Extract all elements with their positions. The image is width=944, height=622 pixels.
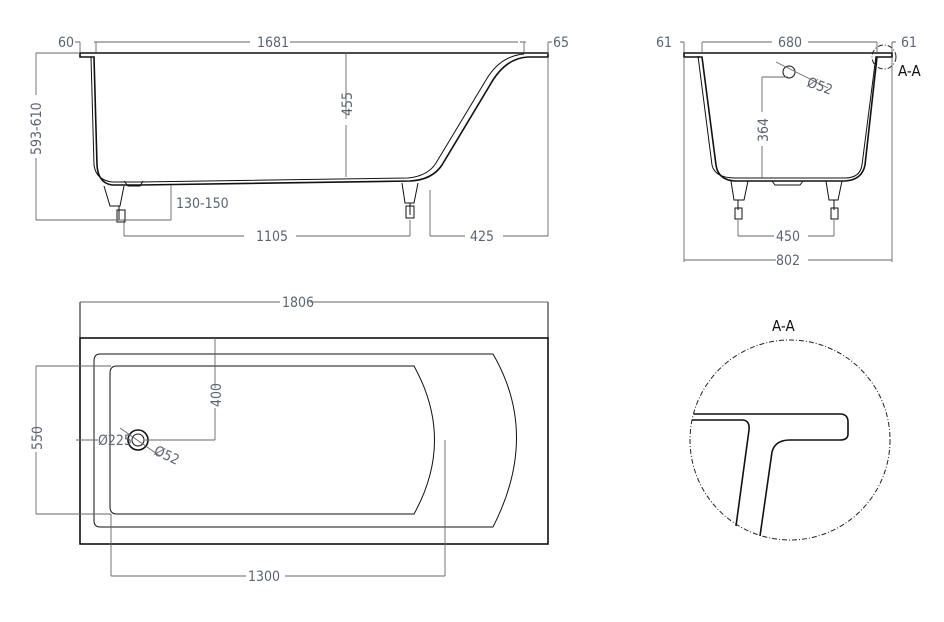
dim-total-width: 802: [776, 253, 800, 269]
dim-rim-right: 65: [553, 35, 569, 51]
dim-total-height: 593-610: [29, 102, 45, 155]
dim-overflow-diameter: Ø52: [805, 75, 835, 99]
dim-inner-length: 1681: [257, 35, 289, 51]
dim-back-offset: 425: [470, 229, 494, 245]
dim-bottom-width: 550: [30, 426, 46, 450]
dim-overflow-height: 364: [756, 118, 772, 142]
dim-end-leg-spacing: 450: [776, 229, 800, 245]
section-marker: A-A: [898, 62, 921, 80]
dim-leg-height: 130-150: [176, 196, 229, 212]
dim-drain-offset: 400: [209, 383, 225, 407]
dim-drain-position: Ø225: [98, 433, 132, 449]
detail-title: A-A: [772, 317, 795, 335]
dim-rim-left: 60: [58, 35, 74, 51]
side-view: 60 1681 65 593-610 455 130-150 1105 425: [29, 35, 569, 245]
dim-drain-diameter: Ø52: [151, 443, 181, 468]
dim-end-rim-left: 61: [656, 35, 672, 51]
end-view: 61 680 61 A-A Ø52 364 450 802: [656, 35, 921, 269]
dim-depth: 455: [340, 92, 356, 116]
top-view: 1806 400 550 Ø225 Ø52 1300: [30, 295, 549, 585]
detail-view: A-A: [689, 317, 891, 541]
dim-total-length: 1806: [282, 295, 314, 311]
dim-inner-width: 680: [778, 35, 802, 51]
dim-bottom-length: 1300: [248, 569, 280, 585]
dim-leg-spacing: 1105: [256, 229, 288, 245]
dim-end-rim-right: 61: [901, 35, 917, 51]
